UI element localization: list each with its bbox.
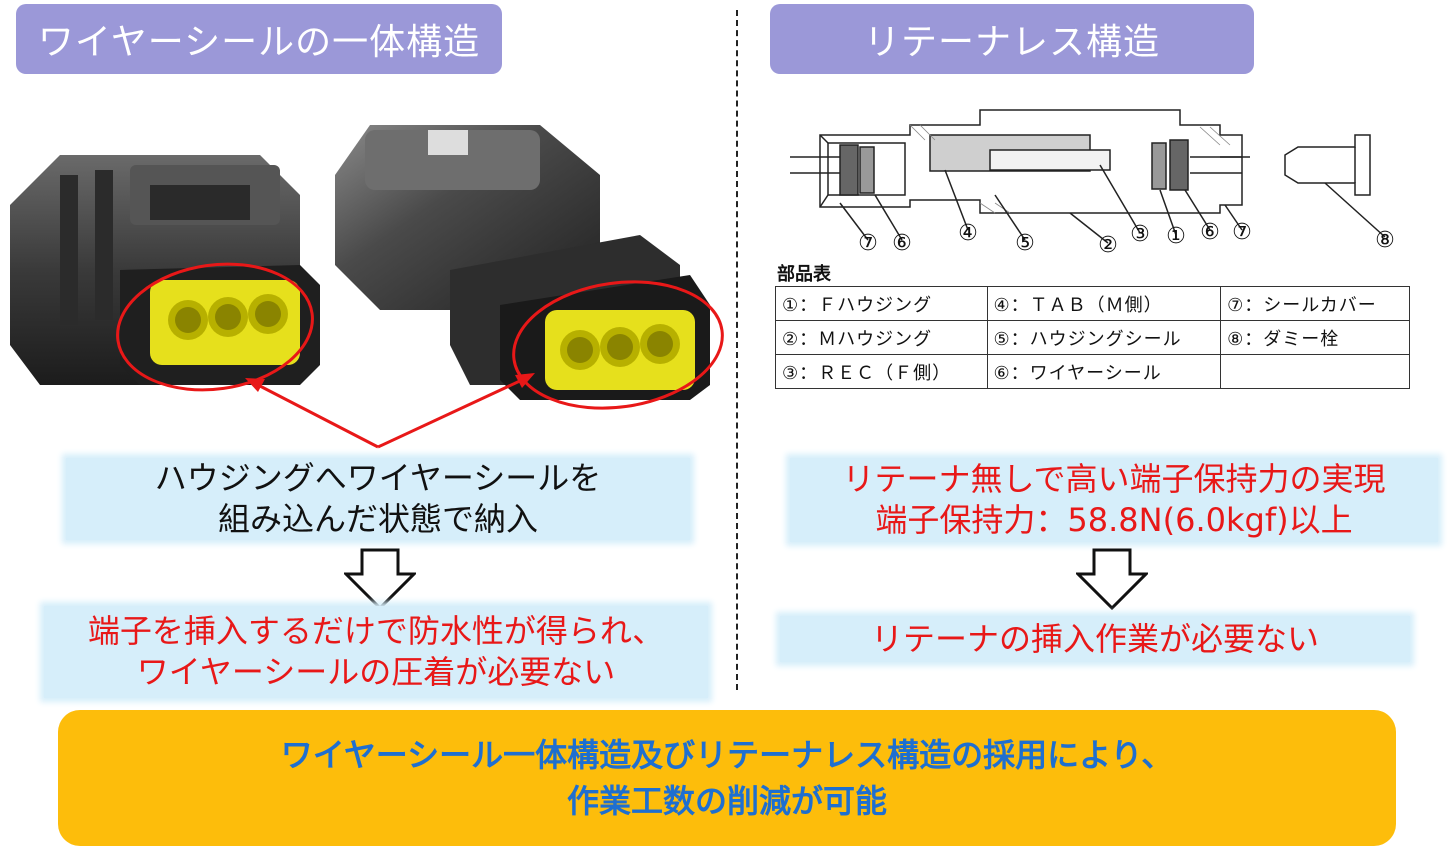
table-cell: ④：ＴＡＢ（Ｍ側） <box>986 286 1222 321</box>
drawing-number: ⑦ <box>1232 220 1252 245</box>
drawing-number: ⑦ <box>858 231 878 256</box>
drawing-number: ⑤ <box>1015 231 1035 256</box>
table-cell: ①：Ｆハウジング <box>775 286 988 321</box>
table-row: ②：Ｍハウジング ⑤：ハウジングシール ⑧：ダミー栓 <box>775 320 1410 355</box>
summary-banner: ワイヤーシール一体構造及びリテーナレス構造の採用により、 作業工数の削減が可能 <box>58 710 1396 846</box>
female-connector <box>10 155 320 385</box>
drawing-number: ② <box>1098 233 1118 258</box>
table-cell: ⑧：ダミー栓 <box>1220 320 1410 355</box>
down-arrow-left <box>344 548 416 610</box>
wire-seal-callout: ハウジングへワイヤーシールを 組み込んだ状態で納入 <box>66 458 690 540</box>
table-row: ③：ＲＥＣ（Ｆ側） ⑥：ワイヤーシール <box>775 354 1410 389</box>
retention-force-line1: リテーナ無しで高い端子保持力の実現 <box>842 460 1386 499</box>
parts-table: ①：Ｆハウジング ④：ＴＡＢ（Ｍ側） ⑦：シールカバー ②：Ｍハウジング ⑤：ハ… <box>775 286 1410 389</box>
drawing-number: ③ <box>1130 222 1150 247</box>
summary-line2: 作業工数の削減が可能 <box>566 782 887 820</box>
drawing-number: ① <box>1166 224 1186 249</box>
waterproof-benefit-line2: ワイヤーシールの圧着が必要ない <box>136 653 616 691</box>
table-cell: ③：ＲＥＣ（Ｆ側） <box>775 354 988 389</box>
drawing-number: ④ <box>958 221 978 246</box>
connector-illustration <box>10 125 724 449</box>
section-divider <box>736 10 738 690</box>
table-cell: ⑦：シールカバー <box>1220 286 1410 321</box>
waterproof-benefit-callout: 端子を挿入するだけで防水性が得られ、 ワイヤーシールの圧着が必要ない <box>44 606 708 698</box>
no-retainer-line: リテーナの挿入作業が必要ない <box>870 619 1319 658</box>
drawing-number: ⑥ <box>892 231 912 256</box>
left-section-header: ワイヤーシールの一体構造 <box>16 4 502 74</box>
drawing-number: ⑥ <box>1200 220 1220 245</box>
table-row: ①：Ｆハウジング ④：ＴＡＢ（Ｍ側） ⑦：シールカバー <box>775 286 1410 321</box>
seal-highlight-left <box>116 262 314 392</box>
table-cell <box>1220 354 1410 389</box>
seal-highlight-right <box>512 280 724 410</box>
drawing-number: ⑧ <box>1375 228 1395 253</box>
no-retainer-callout: リテーナの挿入作業が必要ない <box>780 616 1410 662</box>
right-section-header: リテーナレス構造 <box>770 4 1254 74</box>
table-cell: ⑥：ワイヤーシール <box>986 354 1222 389</box>
waterproof-benefit-line1: 端子を挿入するだけで防水性が得られ、 <box>87 612 665 651</box>
summary-line1: ワイヤーシール一体構造及びリテーナレス構造の採用により、 <box>280 735 1174 774</box>
wire-seal-callout-line2: 組み込んだ状態で納入 <box>217 500 538 538</box>
table-cell: ②：Ｍハウジング <box>775 320 988 355</box>
retention-force-line2: 端子保持力：58.8N(6.0kgf)以上 <box>875 501 1353 539</box>
table-cell: ⑤：ハウジングシール <box>986 320 1222 355</box>
retention-force-callout: リテーナ無しで高い端子保持力の実現 端子保持力：58.8N(6.0kgf)以上 <box>790 458 1438 542</box>
cross-section-drawing: ⑦ ⑥ ④ ⑤ ② ③ ① ⑥ ⑦ ⑧ <box>790 109 1395 258</box>
male-connector <box>335 125 710 400</box>
wire-seal-callout-line1: ハウジングへワイヤーシールを <box>154 459 602 498</box>
parts-table-title: 部品表 <box>777 264 831 285</box>
down-arrow-right <box>1076 548 1148 610</box>
